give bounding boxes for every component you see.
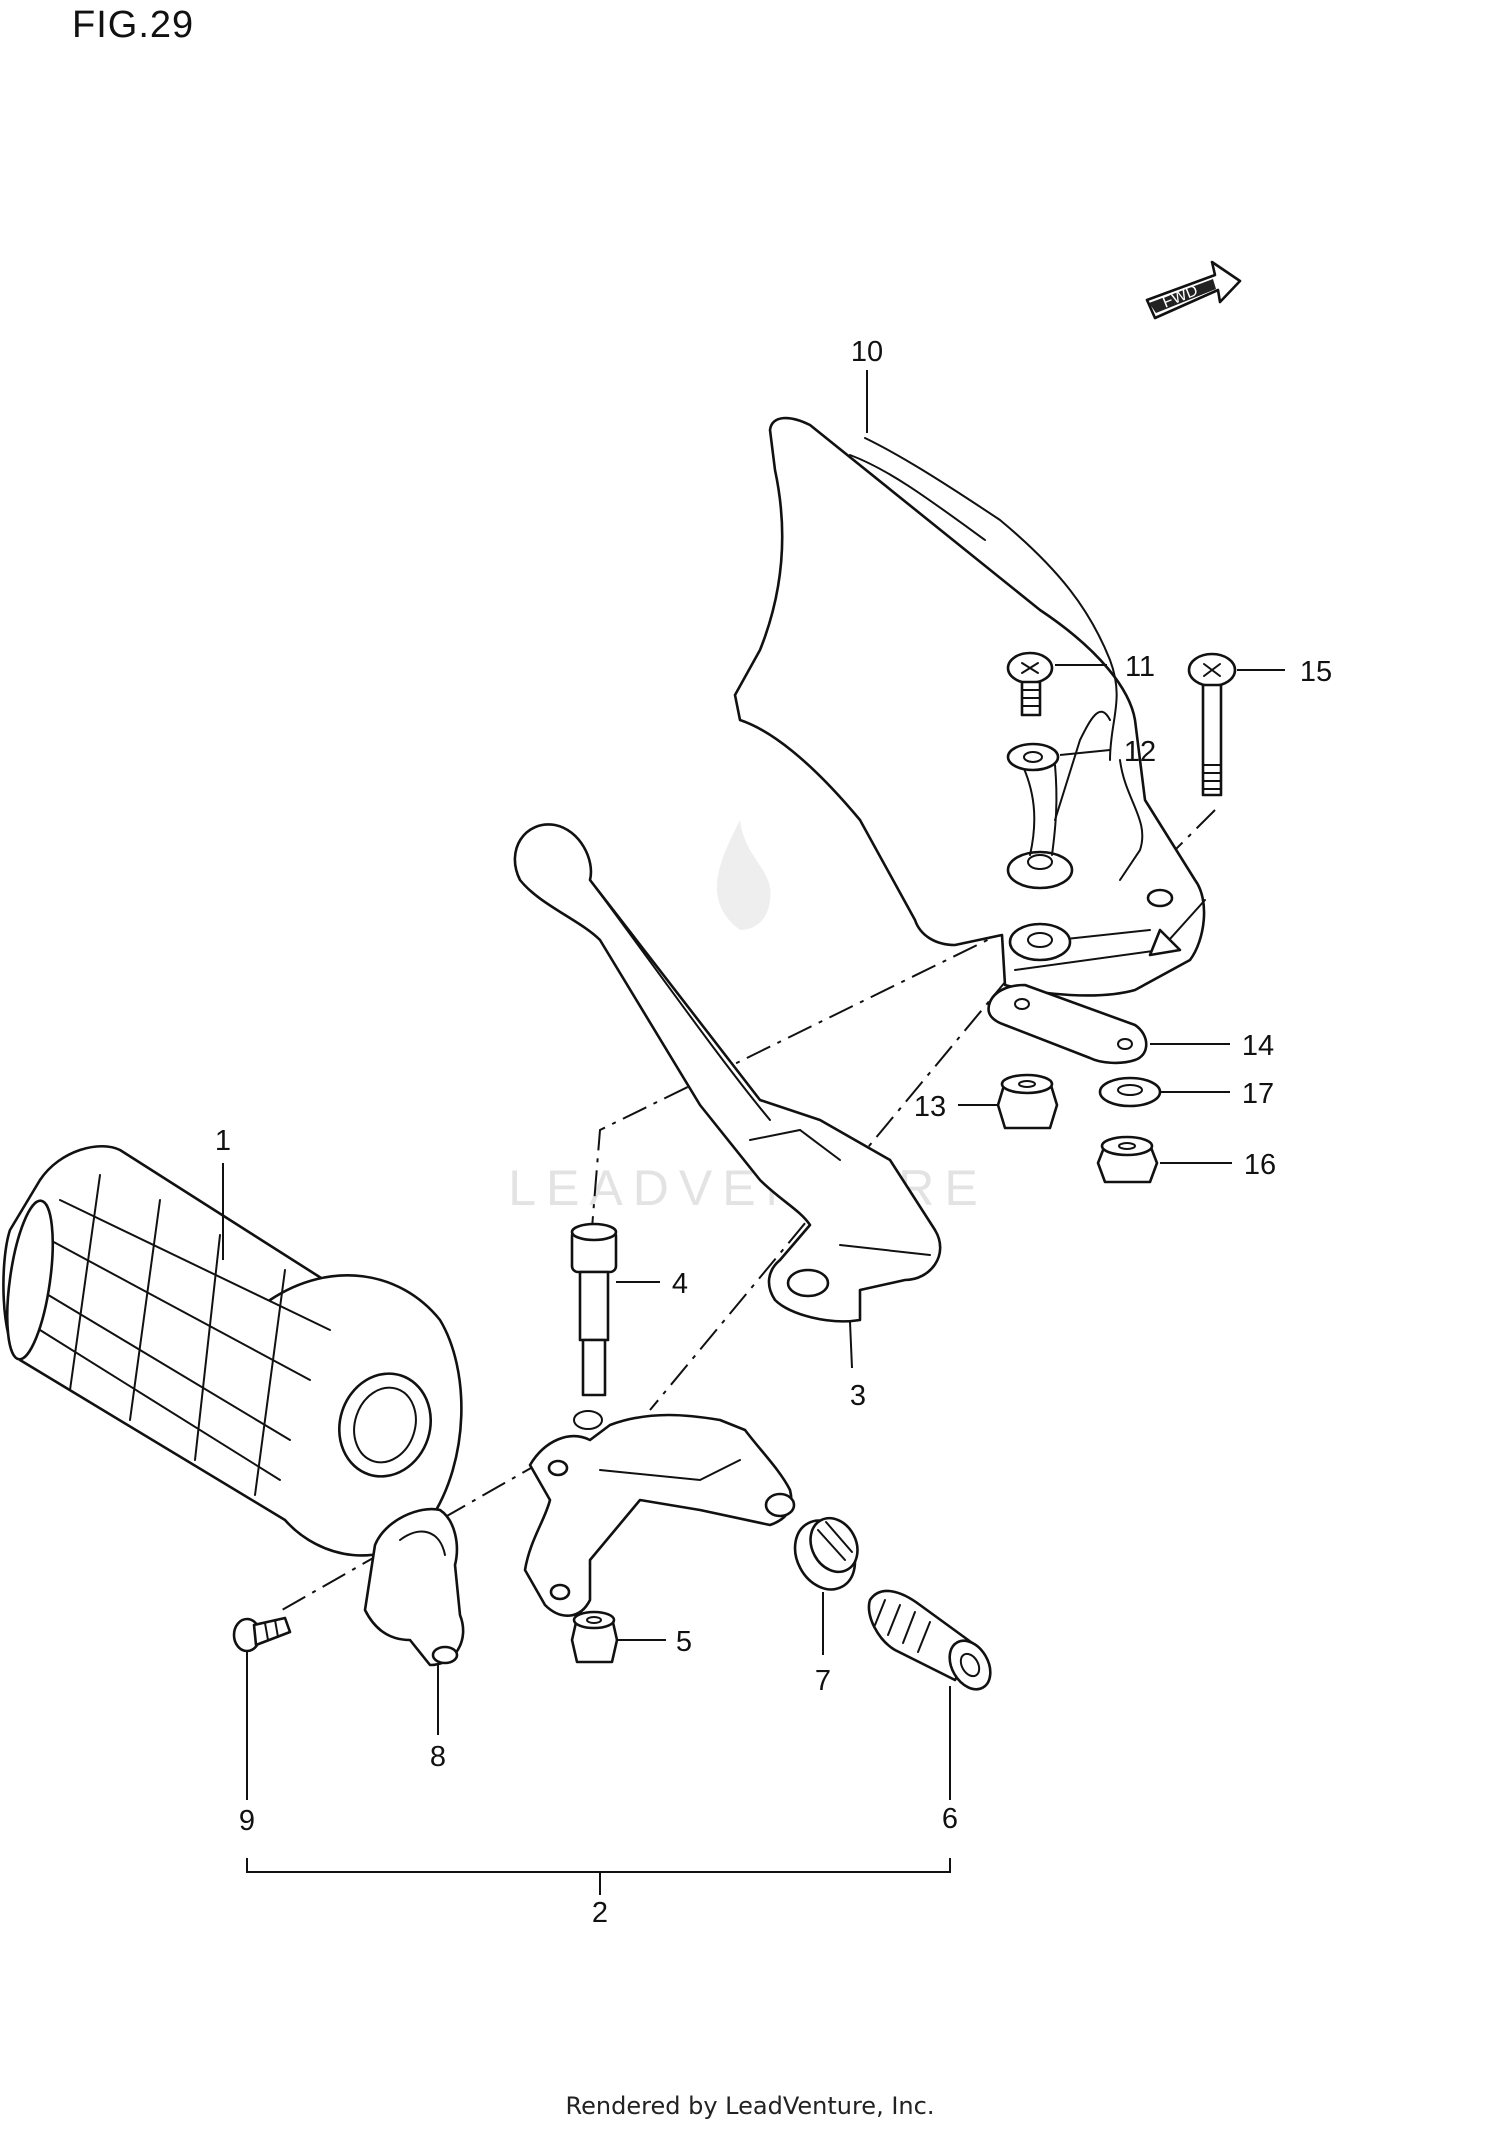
adjuster-washer-part-7	[793, 1516, 859, 1591]
nut-part-13	[996, 1073, 1059, 1130]
callout-11: 11	[1125, 651, 1155, 683]
leader-lines	[222, 370, 1285, 1895]
callout-13: 13	[914, 1091, 946, 1123]
bolt-part-15	[1187, 652, 1237, 797]
screw-part-11	[1006, 651, 1054, 717]
nut-part-5	[570, 1610, 619, 1664]
callout-5: 5	[676, 1626, 692, 1658]
callout-9: 9	[239, 1805, 255, 1837]
callout-16: 16	[1244, 1149, 1276, 1181]
washer-part-12	[1006, 742, 1060, 772]
callout-1: 1	[215, 1125, 231, 1157]
callout-12: 12	[1124, 736, 1156, 768]
callout-4: 4	[672, 1268, 688, 1300]
figure-title: FIG.29	[72, 4, 195, 46]
lever-holder	[523, 1410, 796, 1617]
callout-17: 17	[1242, 1078, 1274, 1110]
nut-part-16	[1096, 1135, 1159, 1184]
adjuster-bolt-part-6	[867, 1589, 992, 1691]
lever-part-3	[513, 823, 942, 1323]
washer-part-17	[1098, 1076, 1162, 1108]
callout-14: 14	[1242, 1030, 1274, 1062]
callout-7: 7	[815, 1665, 831, 1697]
callout-15: 15	[1300, 656, 1332, 688]
callout-3: 3	[850, 1380, 866, 1412]
callout-2: 2	[592, 1897, 608, 1929]
hand-guard-part-10	[733, 416, 1206, 997]
callout-labels: 1 2 3 4 5 6 7 8 9 10 11 12 13 14 15 16 1…	[215, 336, 1332, 1929]
clamp-part-8	[363, 1507, 465, 1667]
callout-10: 10	[851, 336, 883, 368]
callout-6: 6	[942, 1803, 958, 1835]
render-credit: Rendered by LeadVenture, Inc.	[565, 2092, 935, 2120]
fwd-arrow-badge: FWD	[1145, 260, 1242, 320]
bolt-part-4	[570, 1222, 618, 1397]
plate-part-14	[987, 983, 1148, 1065]
callout-8: 8	[430, 1741, 446, 1773]
grip-part-1	[2, 1145, 463, 1557]
screw-part-9	[232, 1616, 292, 1653]
